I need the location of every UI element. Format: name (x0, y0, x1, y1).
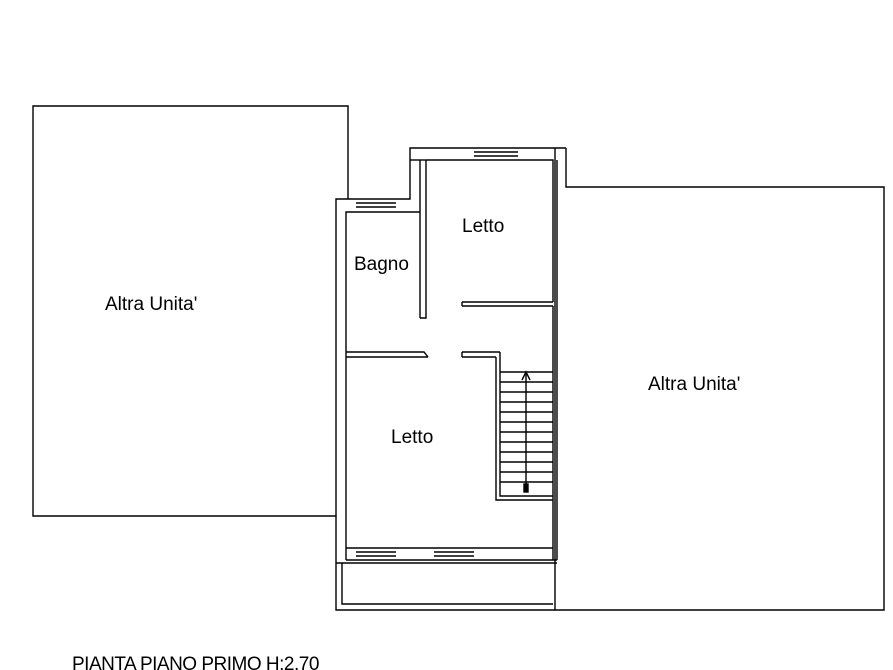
outer-wall-inner (345, 211, 420, 560)
right-unit-outline (554, 148, 885, 611)
plan-caption: PIANTA PIANO PRIMO H:2,70 (72, 654, 319, 670)
stair-arrow-icon (521, 370, 531, 381)
left-unit-outline (32, 105, 555, 611)
stair-treads (500, 371, 553, 492)
room-label-letto-bottom: Letto (391, 427, 433, 448)
room-label-altra-unita-left: Altra Unita' (105, 294, 197, 315)
room-label-altra-unita-right: Altra Unita' (648, 374, 740, 395)
room-label-bagno: Bagno (354, 254, 409, 275)
outer-wall (335, 147, 566, 516)
room-label-letto-top: Letto (462, 216, 504, 237)
outer-wall-inner-top (426, 159, 554, 302)
stair-wall (499, 352, 553, 497)
balcony (341, 563, 553, 605)
